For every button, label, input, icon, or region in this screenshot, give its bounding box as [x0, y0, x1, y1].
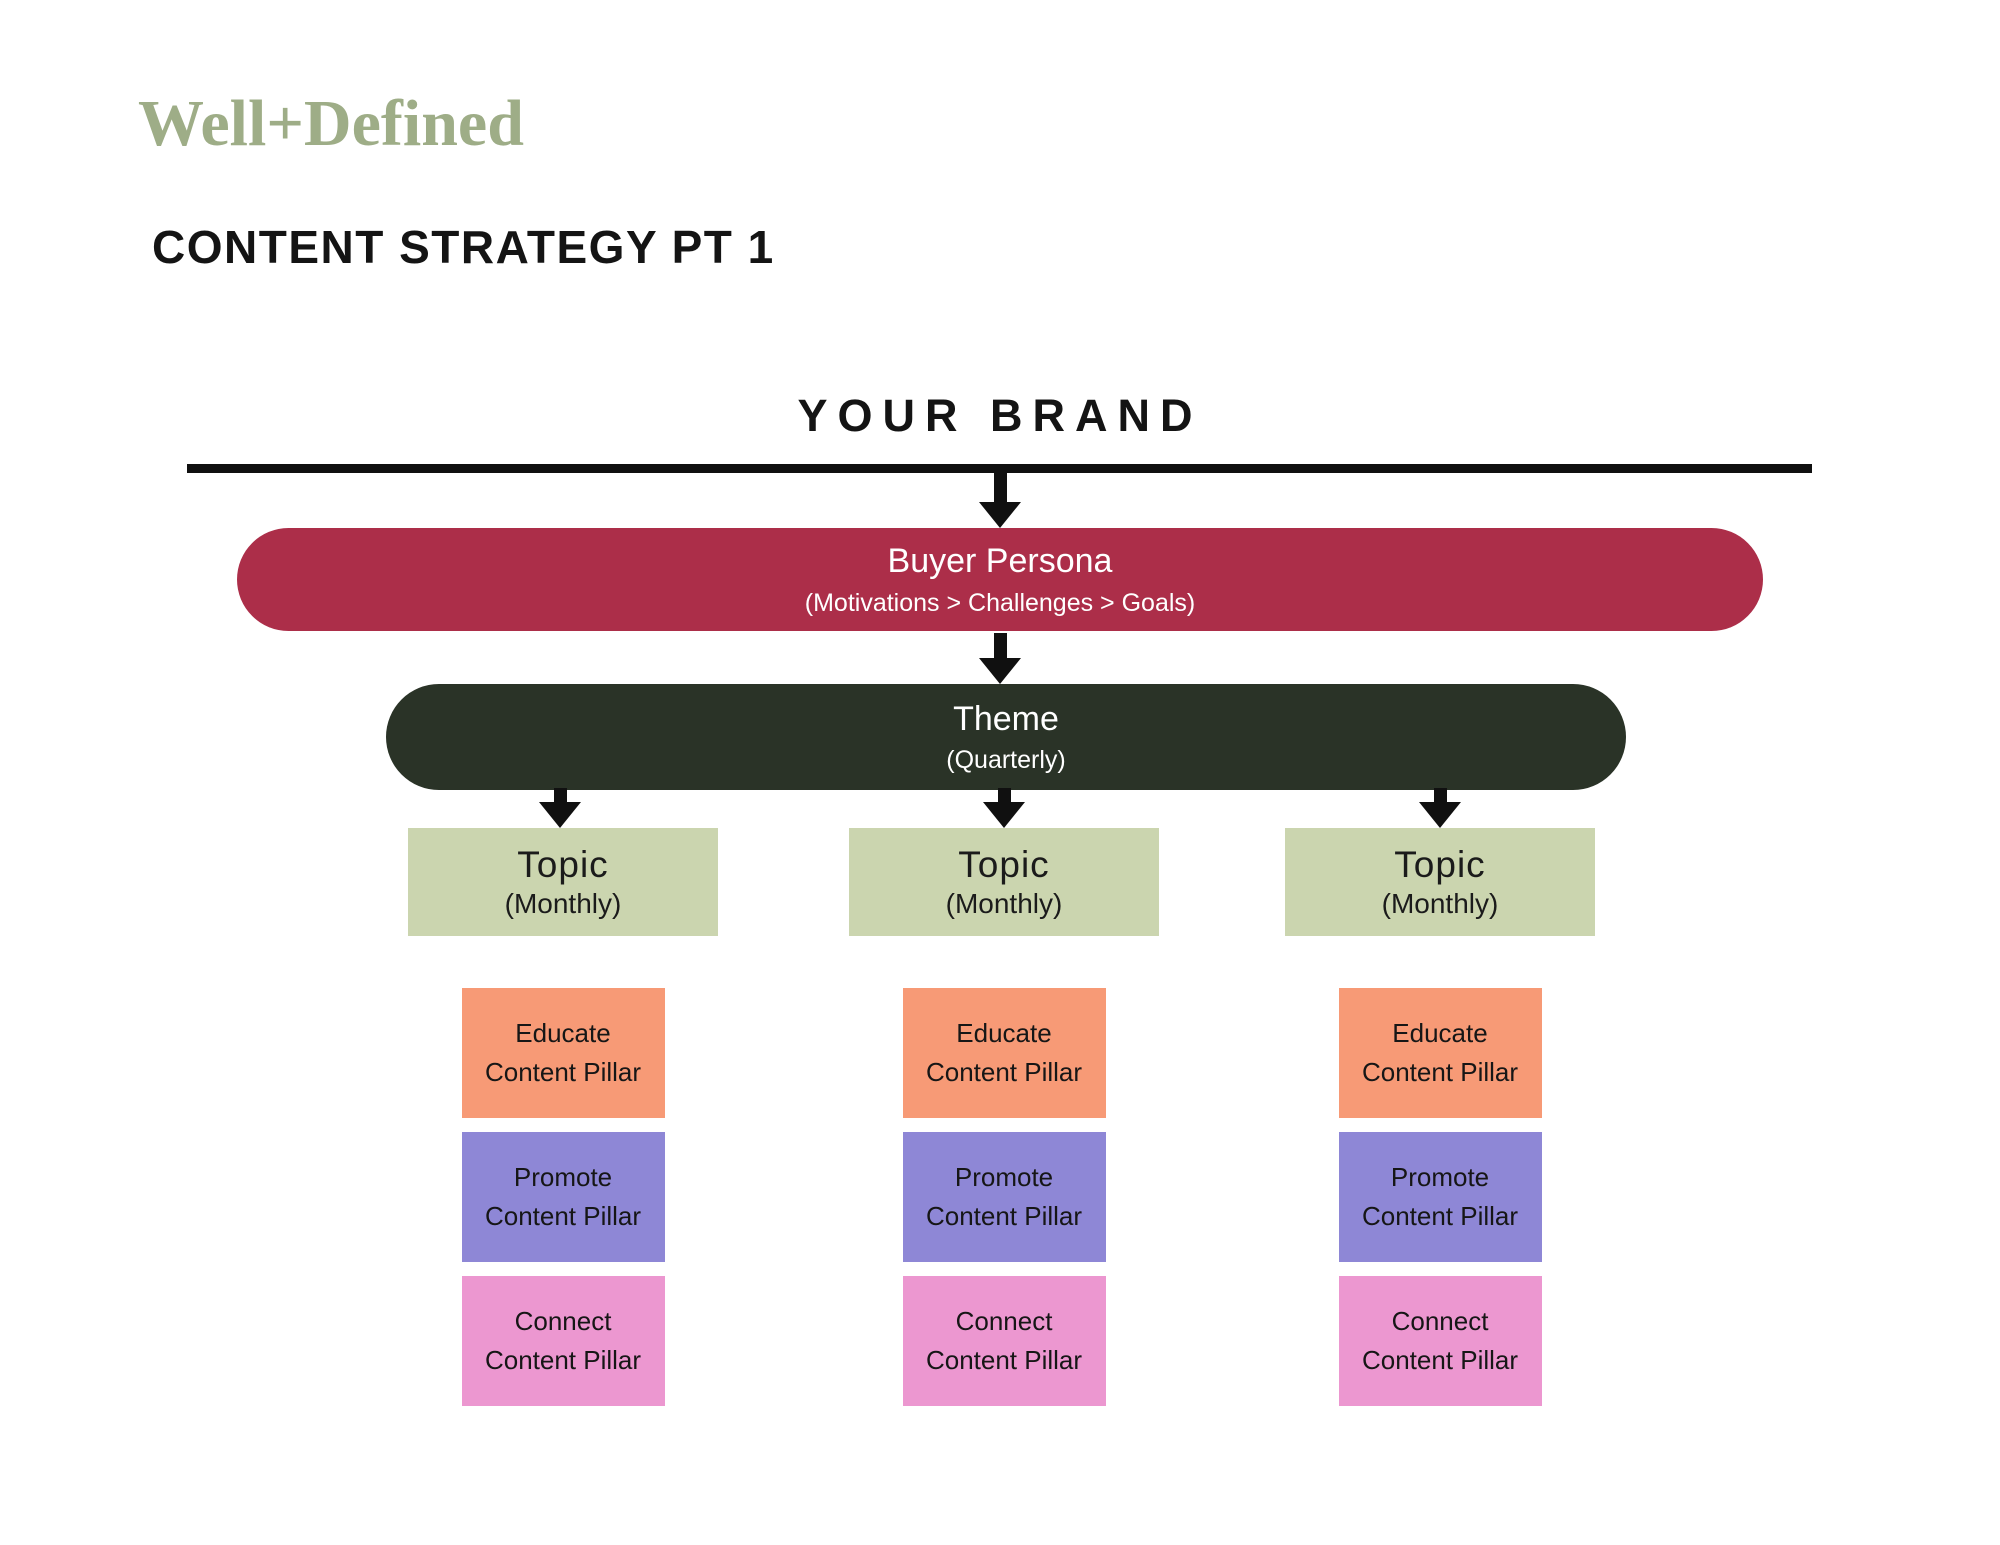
pillar-line2: Content Pillar	[484, 1345, 642, 1375]
promote-pillar-node: Promote Content Pillar	[1338, 1132, 1542, 1262]
connect-pillar-node: Connect Content Pillar	[1338, 1276, 1542, 1406]
pillar-line2: Content Pillar	[1361, 1345, 1519, 1375]
topic-node: Topic (Monthly)	[408, 828, 718, 936]
educate-pillar-node: Educate Content Pillar	[902, 988, 1106, 1118]
topic-title: Topic	[517, 843, 609, 885]
down-arrow-icon	[978, 473, 1022, 528]
brand-logo: Well+Defined	[138, 87, 524, 160]
pillar-line2: Content Pillar	[925, 1057, 1083, 1087]
page-title: CONTENT STRATEGY PT 1	[152, 221, 775, 273]
arrow-stem	[997, 788, 1011, 802]
arrow-stem	[993, 473, 1007, 502]
topic-node: Topic (Monthly)	[849, 828, 1159, 936]
connect-pillar-node: Connect Content Pillar	[461, 1276, 665, 1406]
topic-subtitle: (Monthly)	[1381, 888, 1499, 920]
buyer-persona-node: Buyer Persona (Motivations > Challenges …	[237, 528, 1763, 631]
promote-pillar-node: Promote Content Pillar	[461, 1132, 665, 1262]
arrow-head	[983, 802, 1025, 828]
arrow-head	[979, 658, 1021, 684]
your-brand-heading: YOUR BRAND	[797, 390, 1203, 441]
connect-pillar-node: Connect Content Pillar	[902, 1276, 1106, 1406]
pillar-line1: Educate	[1392, 1018, 1488, 1048]
brand-divider-line	[187, 464, 1812, 473]
arrow-stem	[1433, 788, 1447, 802]
theme-title: Theme	[953, 699, 1059, 738]
pillar-line1: Educate	[956, 1018, 1052, 1048]
pillar-line1: Connect	[955, 1306, 1053, 1336]
topic-node: Topic (Monthly)	[1285, 828, 1595, 936]
pillar-line1: Connect	[1391, 1306, 1489, 1336]
educate-pillar-node: Educate Content Pillar	[461, 988, 665, 1118]
strategy-column: Topic (Monthly) Educate Content Pillar P…	[1285, 828, 1595, 1420]
buyer-persona-title: Buyer Persona	[887, 542, 1113, 581]
arrow-head	[979, 502, 1021, 528]
buyer-persona-subtitle: (Motivations > Challenges > Goals)	[804, 588, 1196, 617]
arrow-stem	[993, 633, 1007, 658]
down-arrow-icon	[541, 936, 585, 988]
topic-title: Topic	[958, 843, 1050, 885]
down-arrow-icon	[982, 788, 1026, 828]
theme-subtitle: (Quarterly)	[946, 746, 1066, 775]
pillar-line2: Content Pillar	[925, 1345, 1083, 1375]
pillar-line1: Educate	[515, 1018, 611, 1048]
down-arrow-icon	[1418, 788, 1462, 828]
pillar-line1: Promote	[513, 1162, 613, 1192]
strategy-column: Topic (Monthly) Educate Content Pillar P…	[849, 828, 1159, 1420]
pillar-line2: Content Pillar	[484, 1057, 642, 1087]
educate-pillar-node: Educate Content Pillar	[1338, 988, 1542, 1118]
pillar-line1: Connect	[514, 1306, 612, 1336]
down-arrow-icon	[1418, 936, 1462, 988]
arrow-head	[539, 802, 581, 828]
topic-title: Topic	[1394, 843, 1486, 885]
down-arrow-icon	[978, 633, 1022, 684]
pillar-line1: Promote	[1390, 1162, 1490, 1192]
theme-node: Theme (Quarterly)	[386, 684, 1626, 790]
arrow-stem	[553, 788, 567, 802]
pillar-line2: Content Pillar	[925, 1201, 1083, 1231]
pillar-line2: Content Pillar	[1361, 1057, 1519, 1087]
topic-subtitle: (Monthly)	[504, 888, 622, 920]
down-arrow-icon	[538, 788, 582, 828]
pillar-line2: Content Pillar	[1361, 1201, 1519, 1231]
topic-subtitle: (Monthly)	[945, 888, 1063, 920]
promote-pillar-node: Promote Content Pillar	[902, 1132, 1106, 1262]
arrow-head	[1419, 802, 1461, 828]
pillar-line1: Promote	[954, 1162, 1054, 1192]
pillar-line2: Content Pillar	[484, 1201, 642, 1231]
down-arrow-icon	[982, 936, 1026, 988]
strategy-column: Topic (Monthly) Educate Content Pillar P…	[408, 828, 718, 1420]
